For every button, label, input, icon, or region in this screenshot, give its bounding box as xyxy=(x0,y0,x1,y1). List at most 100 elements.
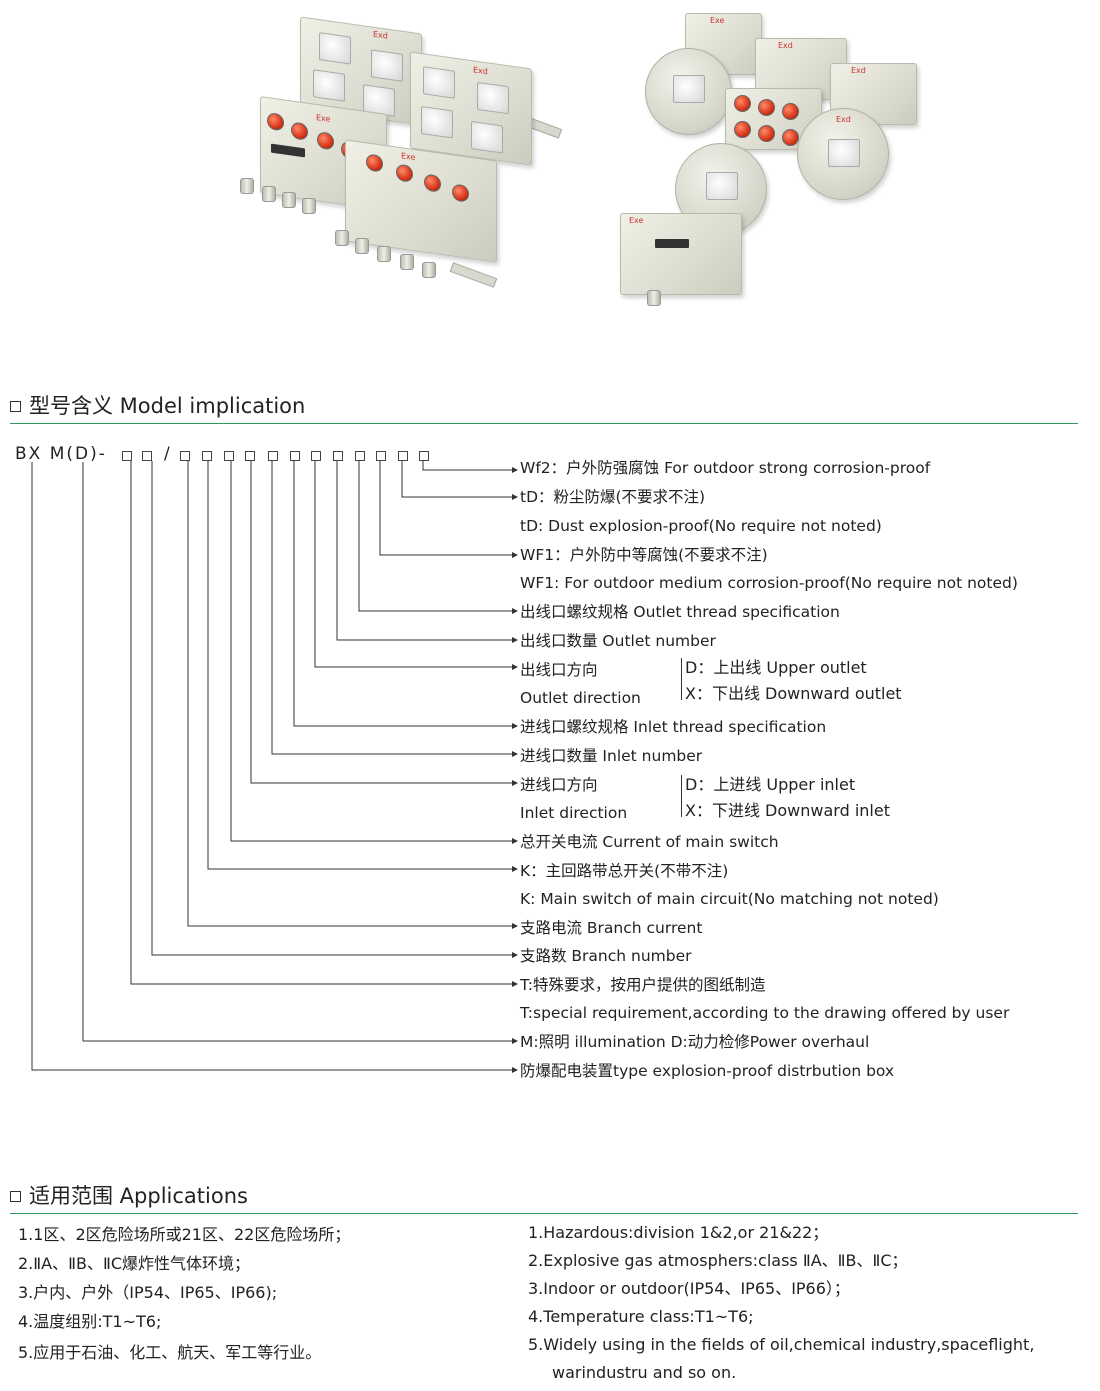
code-slot-box xyxy=(202,451,212,461)
connector-line xyxy=(130,461,512,985)
code-slot-box xyxy=(224,451,234,461)
application-en-item: 1.Hazardous:division 1&2,or 21&22； xyxy=(528,1223,829,1242)
connector-line xyxy=(379,461,512,556)
legend-line: 出线口方向 xyxy=(520,661,598,679)
application-cn-item: 4.温度组别:T1~T6; xyxy=(18,1312,162,1331)
exd-label: Exd xyxy=(836,115,851,124)
switch-icon xyxy=(673,75,705,103)
legend-line: 支路数 Branch number xyxy=(520,947,692,965)
application-en-item: 3.Indoor or outdoor(IP54、IP65、IP66）； xyxy=(528,1279,850,1298)
product-photo-left: Exd Exd Exe Exe xyxy=(220,16,570,320)
connector-line xyxy=(187,461,512,927)
cable-gland-icon xyxy=(282,192,296,208)
arrow-head-icon xyxy=(512,866,518,872)
exd-label: Exd xyxy=(851,66,866,75)
cable-gland-icon xyxy=(302,198,316,214)
outlet-option-downward: X：下出线 Downward outlet xyxy=(685,684,902,703)
indicator-lamp-icon xyxy=(758,99,775,116)
connector-line xyxy=(293,461,512,727)
section-divider xyxy=(10,423,1078,424)
connector-line xyxy=(82,462,512,1042)
code-slot-box xyxy=(355,451,365,461)
connector-line xyxy=(207,461,512,870)
legend-line: 进线口螺纹规格 Inlet thread specification xyxy=(520,718,827,736)
arrow-head-icon xyxy=(512,664,518,670)
inlet-options-bracket xyxy=(681,775,682,817)
model-connector-lines xyxy=(31,461,518,1073)
round-enclosure-right: Exd xyxy=(797,108,889,200)
connector-line xyxy=(336,461,512,641)
arrow-head-icon xyxy=(512,952,518,958)
legend-line: 总开关电流 Current of main switch xyxy=(520,833,779,851)
application-cn-item: 1.1区、2区危险场所或21区、22区危险场所； xyxy=(18,1225,351,1244)
connector-line xyxy=(31,462,512,1071)
arrow-head-icon xyxy=(512,780,518,786)
exd-label: Exd xyxy=(778,41,793,50)
code-slot-box xyxy=(142,451,152,461)
legend-line: 出线口数量 Outlet number xyxy=(520,632,716,650)
application-cn-item: 3.户内、户外（IP54、IP65、IP66); xyxy=(18,1283,278,1302)
indicator-lamp-icon xyxy=(782,103,799,120)
connector-line xyxy=(422,461,512,471)
code-slot-box xyxy=(290,451,300,461)
code-slot-box xyxy=(419,451,429,461)
code-slot-box xyxy=(122,451,132,461)
section-divider xyxy=(10,1213,1078,1214)
legend-line: tD: Dust explosion-proof(No require not … xyxy=(520,517,882,535)
arrow-head-icon xyxy=(512,552,518,558)
inlet-option-upper: D：上进线 Upper inlet xyxy=(685,775,856,794)
legend-line: T:special requirement,according to the d… xyxy=(520,1004,1010,1022)
application-cn-item: 5.应用于石油、化工、航天、军工等行业。 xyxy=(18,1343,322,1362)
connector-line xyxy=(230,461,512,842)
outlet-option-upper: D：上出线 Upper outlet xyxy=(685,658,867,677)
legend-line: Outlet direction xyxy=(520,689,641,707)
arrow-head-icon xyxy=(512,637,518,643)
section-title-model-text: 型号含义 Model implication xyxy=(29,394,306,418)
square-bullet-icon xyxy=(10,401,21,412)
section-title-model: 型号含义 Model implication xyxy=(10,390,305,420)
legend-line: T:特殊要求，按用户提供的图纸制造 xyxy=(520,976,766,994)
arrow-head-icon xyxy=(512,1067,518,1073)
cable-gland-icon xyxy=(240,178,254,194)
code-slot-box xyxy=(311,451,321,461)
legend-line: 出线口螺纹规格 Outlet thread specification xyxy=(520,603,840,621)
code-slot-box xyxy=(398,451,408,461)
section-title-applications: 适用范围 Applications xyxy=(10,1180,248,1210)
legend-line: WF1: For outdoor medium corrosion-proof(… xyxy=(520,574,1018,592)
legend-line: tD：粉尘防爆(不要求不注) xyxy=(520,488,706,506)
section-title-applications-text: 适用范围 Applications xyxy=(29,1184,248,1208)
indicator-lamp-icon xyxy=(734,121,751,138)
cable-gland-icon xyxy=(335,230,349,246)
application-en-item: 5.Widely using in the fields of oil,chem… xyxy=(528,1335,1035,1354)
legend-line: 防爆配电装置type explosion-proof distrbution b… xyxy=(520,1062,895,1080)
arrow-head-icon xyxy=(512,838,518,844)
arrow-head-icon xyxy=(512,608,518,614)
switch-icon xyxy=(828,139,860,167)
legend-line: 进线口方向 xyxy=(520,776,598,794)
model-code-slash: / xyxy=(164,444,170,464)
code-slot-box xyxy=(180,451,190,461)
cable-gland-icon xyxy=(262,186,276,202)
connector-line xyxy=(271,461,512,755)
arrow-head-icon xyxy=(512,751,518,757)
square-bullet-icon xyxy=(10,1191,21,1202)
application-cn-item: 2.ⅡA、ⅡB、ⅡC爆炸性气体环境； xyxy=(18,1254,250,1273)
indicator-lamp-icon xyxy=(758,125,775,142)
connector-line xyxy=(151,461,512,956)
code-slot-box xyxy=(376,451,386,461)
application-en-item: warindustru and so on. xyxy=(552,1363,737,1382)
exe-label: Exe xyxy=(710,16,725,25)
arrow-head-icon xyxy=(512,981,518,987)
connector-line xyxy=(314,461,512,668)
exe-label: Exe xyxy=(629,216,644,225)
enclosure-bottom: Exe xyxy=(620,213,742,295)
legend-line: M:照明 illumination D:动力检修Power overhaul xyxy=(520,1033,870,1051)
connector-line xyxy=(250,461,512,784)
inlet-option-downward: X：下进线 Downward inlet xyxy=(685,801,890,820)
nameplate xyxy=(655,239,689,248)
connector-line xyxy=(401,461,512,498)
outlet-options-bracket xyxy=(681,658,682,700)
arrow-head-icon xyxy=(512,723,518,729)
legend-line: K: Main switch of main circuit(No matchi… xyxy=(520,890,939,908)
cable-gland-icon xyxy=(647,290,661,306)
